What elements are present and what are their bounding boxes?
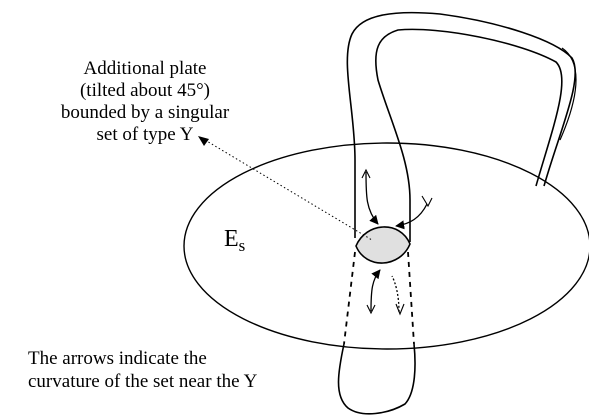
hidden-band-edge-right (408, 252, 414, 344)
curvature-arrow-top-right-tail (422, 196, 432, 206)
loop-band-outer (347, 13, 575, 238)
plate-label-line-3: bounded by a singular (60, 102, 230, 123)
plate-label-line-4: set of type Y (96, 124, 194, 145)
surface-es-label: Es (224, 226, 246, 257)
curvature-arrow-bottom-left (371, 269, 381, 311)
plate-leader-arrowhead (198, 136, 209, 146)
surface-es-main: E (224, 226, 239, 252)
surface-es-subscript: s (238, 236, 246, 255)
arrows-label-line-2: curvature of the set near the Y (28, 371, 258, 392)
additional-plate (356, 227, 410, 263)
surface-es-ellipse (184, 143, 589, 349)
curvature-arrow-top-left (366, 172, 379, 225)
loop-band-fold-edge (560, 48, 576, 140)
plate-label-line-1: Additional plate (83, 58, 207, 79)
curvature-arrow-top-left-tail (362, 170, 370, 178)
curvature-arrow-bottom-right-head (396, 304, 404, 314)
loop-band-inner (376, 29, 562, 242)
plate-label-line-2: (tilted about 45°) (79, 80, 210, 101)
curvature-arrow-top-right (395, 204, 427, 230)
plate-description-label: Additional plate (tilted about 45°) boun… (0, 58, 290, 146)
plate-leader-line (205, 140, 372, 240)
hidden-band-edge-left (344, 252, 355, 344)
loop-band-bottom (339, 344, 416, 414)
arrows-label-line-1: The arrows indicate the (28, 348, 207, 369)
arrows-description-label: The arrows indicate the curvature of the… (28, 348, 358, 394)
curvature-arrow-bottom-left-tail (367, 305, 375, 313)
curvature-arrow-bottom-right (392, 276, 399, 312)
